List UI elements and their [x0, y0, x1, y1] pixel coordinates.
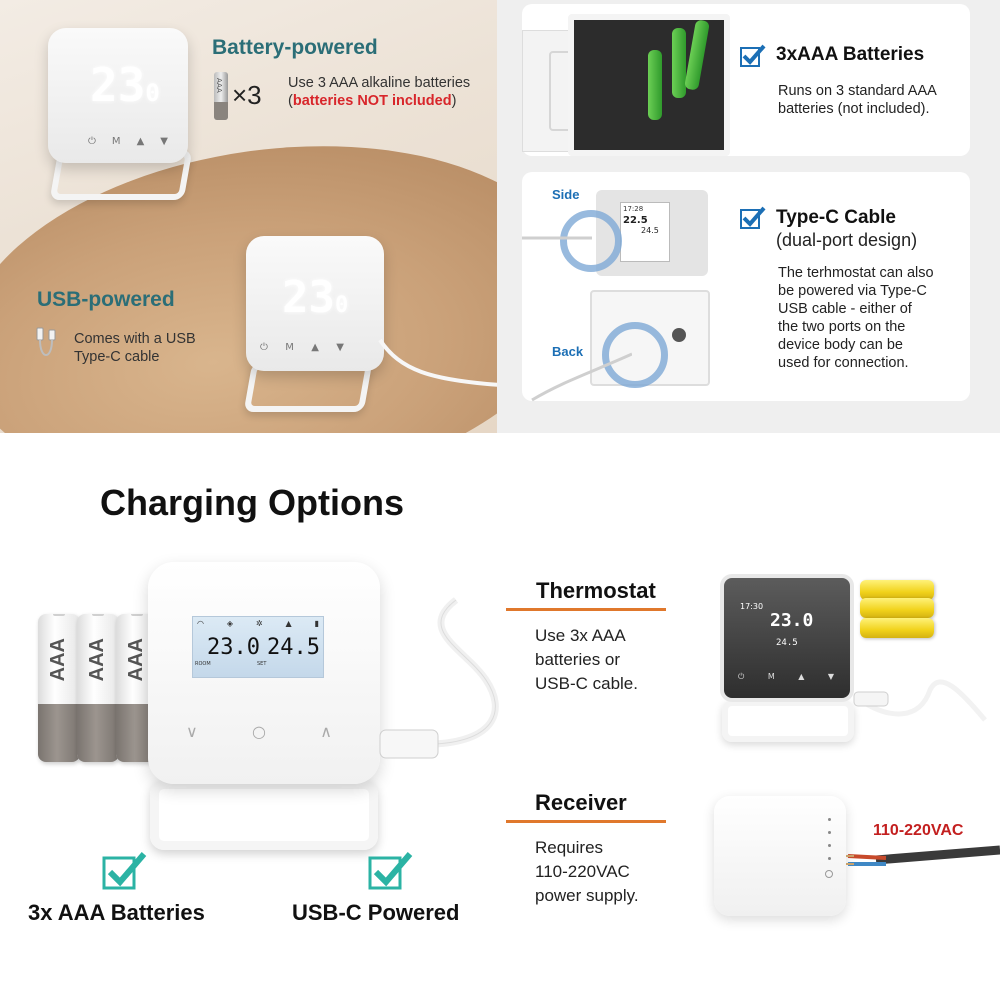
receiver-device — [714, 796, 846, 916]
check-icon — [368, 852, 413, 890]
thermostat-usb-cable — [853, 679, 987, 722]
side-view-screen: 17:28 22.5 24.5 — [620, 202, 670, 262]
receiver-section-body: Requires 110-220VAC power supply. — [535, 838, 639, 905]
side-view-device: 17:28 22.5 24.5 — [596, 190, 708, 276]
lcd-set-caption: SET — [257, 661, 267, 667]
device-button-row: ⏻ M ▲ ▼ — [88, 136, 168, 147]
device-button-row-usb: ⏻ M ▲ ▼ — [260, 342, 344, 353]
back-port-highlight — [602, 322, 668, 388]
type-c-card-body: The terhmostat can also be powered via T… — [778, 265, 934, 371]
thermostat-mirror-device: 17:30 23.0 24.5 ⏻ M ▲ ▼ — [720, 574, 854, 702]
voltage-label: 110-220VAC — [873, 822, 964, 839]
thermostat-device-battery: 230 ⏻ M ▲ ▼ — [48, 28, 188, 163]
option-batteries-label: 3x AAA Batteries — [28, 900, 205, 925]
mode-button: M — [285, 342, 294, 353]
check-icon — [102, 852, 147, 890]
mode-button: M — [767, 672, 775, 681]
yellow-battery — [860, 618, 934, 638]
battery-usb-photo-panel: 230 ⏻ M ▲ ▼ Battery-powered AAA ×3 Use 3… — [0, 0, 497, 433]
charging-options-title: Charging Options — [100, 482, 404, 523]
receiver-section-title: Receiver — [535, 790, 627, 815]
usb-powered-heading: USB-powered — [37, 288, 175, 311]
battery-compartment-image — [568, 14, 730, 156]
main-thermostat: ◠◈✲▲▮ 23.0 24.5 ROOM SET ∨ ○ ∧ — [148, 562, 380, 784]
thermostat-stand — [150, 780, 378, 850]
batteries-card: 3xAAA Batteries Runs on 3 standard AAA b… — [522, 4, 970, 156]
usb-description: Comes with a USB Type-C cable — [74, 331, 196, 365]
back-cable — [531, 352, 632, 402]
battery-icon: AAA — [214, 72, 228, 120]
yellow-battery — [860, 598, 934, 618]
power-icon: ⏻ — [738, 672, 745, 681]
usb-cable-icon — [36, 327, 56, 356]
down-icon: ▼ — [160, 136, 168, 147]
batteries-card-body: Runs on 3 standard AAA batteries (not in… — [778, 83, 937, 117]
lcd-status-icons: ◠◈✲▲▮ — [197, 619, 319, 628]
lcd-left-temp: 23.0 — [207, 635, 260, 660]
option-usbc-label: USB-C Powered — [292, 900, 460, 925]
down-icon: ▼ — [336, 342, 344, 353]
thermostat-section-body: Use 3x AAA batteries or USB-C cable. — [535, 626, 638, 693]
check-icon — [740, 206, 766, 229]
thermostat-lcd: ◠◈✲▲▮ 23.0 24.5 ROOM SET — [192, 616, 324, 678]
mirror-temp: 23.0 — [770, 610, 814, 631]
up-icon: ▲ — [136, 136, 145, 147]
type-c-card-title: Type-C Cable — [776, 207, 897, 228]
thermostat-device-usb: 230 ⏻ M ▲ ▼ — [246, 236, 384, 371]
type-c-cable-card: Side 17:28 22.5 24.5 Back Type-C Cable (… — [522, 172, 970, 402]
thermostat-section-title: Thermostat — [536, 578, 656, 603]
battery-powered-heading: Battery-powered — [212, 36, 378, 59]
up-icon: ▲ — [798, 672, 805, 681]
up-button[interactable]: ∧ — [320, 722, 332, 741]
yellow-battery — [860, 580, 934, 600]
receiver-divider — [506, 820, 666, 823]
usb-c-cable — [379, 597, 499, 759]
aaa-battery: AAA — [77, 614, 119, 762]
batteries-card-title: 3xAAA Batteries — [776, 44, 925, 65]
down-button[interactable]: ∨ — [186, 722, 198, 741]
side-cable — [522, 236, 592, 240]
side-label: Side — [552, 187, 580, 202]
ok-button[interactable]: ○ — [252, 722, 266, 741]
mirror-small-temp: 24.5 — [776, 638, 798, 648]
battery-icon-label: AAA — [215, 78, 223, 93]
lcd-room-caption: ROOM — [195, 661, 211, 667]
receiver-leds — [825, 818, 833, 878]
battery-description: Use 3 AAA alkaline batteries (batteries … — [288, 75, 471, 109]
thermostat-divider — [506, 608, 666, 611]
check-icon — [740, 44, 766, 67]
back-label: Back — [552, 344, 584, 359]
power-icon: ⏻ — [260, 342, 268, 353]
batteries-not-included-warning: batteries NOT included — [292, 93, 452, 109]
power-icon: ⏻ — [88, 136, 96, 147]
side-port-highlight — [560, 210, 622, 272]
type-c-card-subtitle: (dual-port design) — [776, 230, 918, 250]
power-wire — [846, 845, 1000, 866]
battery-multiplier: ×3 — [232, 80, 262, 110]
mirror-buttons: ⏻ M ▲ ▼ — [738, 672, 834, 682]
thermostat-nav-buttons: ∨ ○ ∧ — [186, 722, 332, 741]
aaa-battery: AAA — [38, 614, 80, 762]
device-display-digits-usb: 230 — [282, 272, 349, 323]
lcd-right-temp: 24.5 — [267, 635, 320, 660]
thermostat-mini-stand — [722, 700, 854, 742]
mode-button: M — [111, 136, 121, 147]
device-display-digits: 230 — [90, 58, 160, 112]
down-icon: ▼ — [827, 672, 834, 681]
up-icon: ▲ — [311, 342, 319, 353]
usb-cable-photo — [378, 338, 497, 387]
mirror-time: 17:30 — [740, 602, 764, 611]
